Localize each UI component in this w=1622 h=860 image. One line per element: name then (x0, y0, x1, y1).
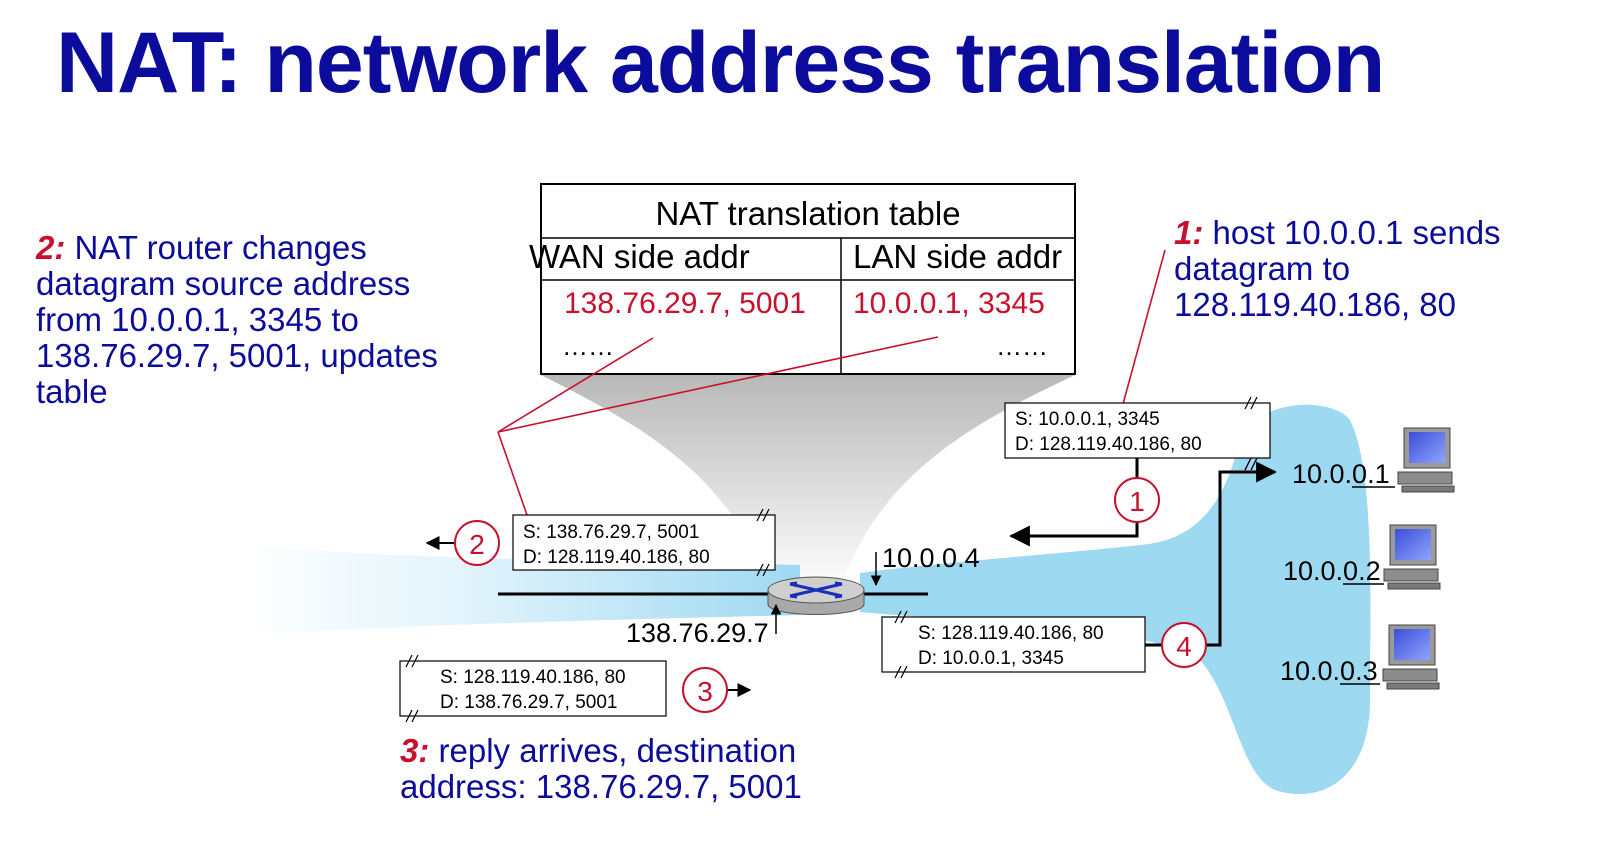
packet-3: S: 128.119.40.186, 80 D: 138.76.29.7, 50… (399, 654, 667, 723)
host-3-addr: 10.0.0.3 (1280, 656, 1378, 686)
step-1-number: 1: (1174, 214, 1204, 251)
svg-text:4: 4 (1176, 631, 1192, 662)
step-1-badge: 1 (1114, 477, 1160, 523)
svg-text:2: 2 (469, 529, 485, 560)
packet-2: S: 138.76.29.7, 5001 D: 128.119.40.186, … (512, 508, 776, 577)
host-3[interactable]: 10.0.0.3 (1280, 624, 1440, 690)
host-2[interactable]: 10.0.0.2 (1283, 524, 1441, 590)
step-2-number: 2: (36, 229, 66, 266)
step2-callout-lines (497, 336, 939, 516)
packet-4-source: S: 128.119.40.186, 80 (918, 623, 1104, 644)
svg-text:1: 1 (1129, 486, 1145, 517)
table-cell-lan: 10.0.0.1, 3345 (853, 287, 1045, 320)
router-lan-addr: 10.0.0.4 (882, 543, 980, 573)
page-title: NAT: network address translation (56, 15, 1385, 111)
table-header-lan: LAN side addr (853, 238, 1062, 275)
table-funnel (541, 375, 1075, 590)
lan-network-blob (860, 404, 1371, 795)
table-cell-wan-more: …… (562, 331, 614, 361)
step1-callout-line (1122, 249, 1166, 405)
packet-4-dest: D: 10.0.0.1, 3345 (918, 648, 1064, 669)
svg-text:3: 3 (697, 676, 713, 707)
table-title: NAT translation table (655, 195, 960, 232)
computer-icon (1382, 624, 1440, 690)
step-2-badge: 2 (454, 520, 500, 566)
host-1[interactable]: 10.0.0.1 (1292, 427, 1455, 493)
packet-1: S: 10.0.0.1, 3345 D: 128.119.40.186, 80 (1004, 396, 1271, 471)
router-wan-addr: 138.76.29.7 (626, 618, 769, 648)
packet-4: S: 128.119.40.186, 80 D: 10.0.0.1, 3345 (881, 610, 1146, 679)
packet-3-source: S: 128.119.40.186, 80 (440, 667, 626, 688)
host-2-addr: 10.0.0.2 (1283, 556, 1381, 586)
table-header-wan: WAN side addr (529, 238, 750, 275)
lan-link-break-marks (1244, 457, 1258, 471)
nat-translation-table: NAT translation table WAN side addr LAN … (529, 183, 1076, 375)
host-1-addr: 10.0.0.1 (1292, 459, 1390, 489)
step-4-badge: 4 (1161, 622, 1207, 668)
packet-3-dest: D: 138.76.29.7, 5001 (440, 692, 617, 713)
step-3-text: 3: reply arrives, destination address: 1… (400, 733, 860, 805)
packet-2-dest: D: 128.119.40.186, 80 (523, 547, 710, 568)
nat-router[interactable] (767, 576, 865, 615)
computer-icon (1383, 524, 1441, 590)
packet-1-source: S: 10.0.0.1, 3345 (1015, 409, 1160, 430)
step-3-badge: 3 (682, 667, 728, 713)
table-cell-wan: 138.76.29.7, 5001 (564, 287, 806, 320)
computer-icon (1397, 427, 1455, 493)
table-cell-lan-more: …… (996, 331, 1048, 361)
step-1-description: host 10.0.0.1 sends datagram to 128.119.… (1174, 214, 1501, 323)
step-2-description: NAT router changes datagram source addre… (36, 229, 438, 410)
step-2-text: 2: NAT router changes datagram source ad… (36, 230, 456, 410)
packet-1-dest: D: 128.119.40.186, 80 (1015, 434, 1202, 455)
step-1-text: 1: host 10.0.0.1 sends datagram to 128.1… (1174, 215, 1544, 323)
packet-2-source: S: 138.76.29.7, 5001 (523, 522, 699, 543)
step-3-description: reply arrives, destination address: 138.… (400, 732, 802, 805)
step-3-number: 3: (400, 732, 430, 769)
